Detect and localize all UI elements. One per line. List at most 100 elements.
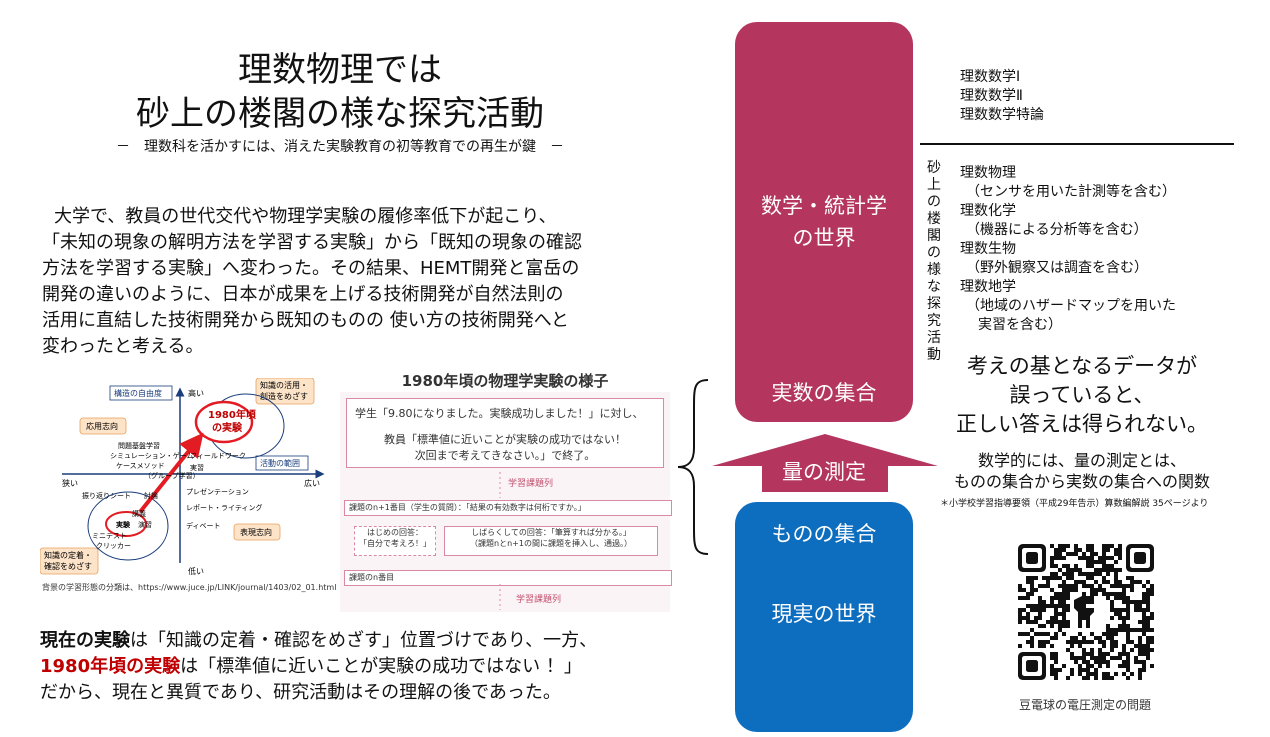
later-answer-1: しばらくしての回答：「筆算すれば分かる。」	[471, 528, 631, 537]
summary-current-exp: 現在の実験	[40, 630, 130, 651]
dialog-teacher-1: 教員「標準値に近いことが実験の成功ではない！	[384, 433, 626, 446]
list-item: 理数地学	[960, 279, 1016, 295]
qr-caption: 豆電球の電圧測定の問題	[1018, 698, 1151, 712]
item-experiment: 実験	[116, 520, 131, 529]
summary-1980-exp: 1980年頃の実験	[40, 656, 181, 677]
list-item: 理数数学特論	[960, 107, 1044, 123]
later-answer-box: しばらくしての回答：「筆算すれば分かる。」 （課題nとn+1の間に課題を挿入し、…	[444, 526, 658, 556]
item-problem: 問題基盤学習	[118, 441, 160, 450]
up-arrow-icon	[712, 434, 938, 492]
balloon-use-1: 知識の活用・	[260, 380, 308, 390]
item-test: 演習	[138, 520, 152, 529]
learning-form-chart-svg: 高い 低い 狭い 広い 構造の自由度 活動の範囲 応用志向 知識の活用・ 創造を…	[39, 377, 325, 576]
balloon-use-2: 創造をめざす	[260, 391, 308, 401]
definition-line: ものの集合から実数の集合への関数	[953, 472, 1210, 491]
item-group: （グループ学習）	[144, 471, 200, 480]
red-arrow	[138, 432, 204, 514]
list-item: 理数化学	[960, 203, 1016, 219]
dialog-student: 学生「9.80になりました。実験成功しました！」に対し、	[355, 407, 644, 420]
math-world-label-1: 数学・統計学	[761, 194, 887, 218]
page-subtitle: － 理数科を活かすには、消えた実験教育の初等教育での再生が鍵 －	[116, 139, 564, 155]
real-world-box: ものの集合 現実の世界	[735, 502, 913, 732]
vertical-char: 活	[927, 330, 941, 346]
measurement-label: 量の測定	[782, 460, 866, 484]
real-number-set-label: 実数の集合	[771, 381, 877, 405]
item-case: ケースメソッド	[116, 462, 165, 470]
list-item: 理数物理	[960, 165, 1016, 181]
item-minitest: ミニテスト	[92, 532, 127, 540]
item-discussion: 討論	[144, 491, 158, 500]
dialog-teacher-2: 次回まで考えてきなさい。」で終了。	[414, 449, 596, 462]
learning-form-chart: 高い 低い 狭い 広い 構造の自由度 活動の範囲 応用志向 知識の活用・ 創造を…	[39, 377, 340, 578]
item-practice: 実習	[190, 463, 204, 472]
photo-title: 1980年頃の物理学実験の様子	[401, 372, 609, 390]
item-field: フィールドワーク	[190, 452, 246, 460]
page-title-line2: 砂上の楼閣の様な探究活動	[136, 94, 544, 134]
dialog-box: 学生「9.80になりました。実験成功しました！」に対し、 教員「標準値に近いこと…	[346, 398, 664, 468]
message-line: 誤っていると、	[1009, 383, 1155, 407]
first-answer-1: はじめの回答：	[367, 528, 423, 537]
list-item: （野外観察又は調査を含む）	[966, 260, 1148, 276]
first-answer-box: はじめの回答： 「自分で考えろ！」	[354, 526, 436, 556]
definition-note: ＊小学校学習指導要領（平成29年告示）算数編解説 35ページより	[940, 499, 1209, 509]
sequence-label-top: 学習課題列	[508, 479, 554, 489]
label-structure: 構造の自由度	[114, 388, 162, 398]
paragraph-line: 活用に直結した技術開発から既知のものの 使い方の技術開発へと	[42, 310, 569, 331]
summary-line2: は「標準値に近いことが実験の成功ではない ！」	[180, 656, 582, 677]
summary-line1: は「知識の定着・確認をめざす」位置づけであり、一方、	[130, 630, 598, 651]
item-present: プレゼンテーション	[186, 487, 249, 496]
red-label-1: 1980年頃	[208, 408, 257, 421]
later-answer-2: （課題nとn+1の間に課題を挿入し、通過。）	[470, 539, 632, 548]
vertical-char: 様	[927, 262, 941, 278]
chart-caption: 背景の学習形態の分類は、https://www.juce.jp/LINK/jou…	[42, 583, 385, 592]
message-line: 正しい答えは得られない。	[956, 412, 1208, 436]
balloon-fix-1: 知識の定着・	[44, 550, 92, 560]
axis-top-label: 高い	[188, 388, 204, 398]
vertical-char: な	[927, 279, 941, 295]
science-subject-list: 理数物理 （センサを用いた計測等を含む） 理数化学 （機器による分析等を含む） …	[960, 164, 1176, 335]
list-item: （地域のハザードマップを用いた	[966, 298, 1176, 314]
item-lecture: 講義	[132, 509, 146, 518]
vertical-char: 上	[927, 177, 941, 193]
balloon-fix-2: 確認をめざす	[44, 561, 92, 571]
vertical-char: の	[927, 245, 941, 261]
message-line: 考えの基となるデータが	[966, 354, 1198, 378]
list-item: 理数数学Ⅱ	[960, 88, 1023, 104]
vertical-char: 閣	[927, 228, 941, 244]
balloon-apply: 応用志向	[86, 421, 118, 431]
list-item: （センサを用いた計測等を含む）	[966, 184, 1176, 200]
thing-set-label: ものの集合	[771, 522, 877, 546]
red-label-2: の実験	[212, 421, 243, 434]
definition-line: 数学的には、量の測定とは、	[977, 451, 1186, 470]
vertical-char: 探	[927, 296, 941, 312]
real-world-label: 現実の世界	[771, 602, 877, 626]
task-row-n1: 課題のn+1番目（学生の質問）：「結果の有効数字は何桁ですか。」	[344, 500, 672, 516]
list-item: （機器による分析等を含む）	[966, 222, 1148, 238]
label-scope: 活動の範囲	[260, 458, 300, 468]
paragraph-line: 大学で、教員の世代交代や物理学実験の履修率低下が起こり、	[54, 206, 557, 227]
qr-code-icon[interactable]	[1018, 544, 1154, 680]
brace-icon	[677, 379, 709, 555]
item-sim: シミュレーション・ゲーム	[110, 451, 194, 460]
experiment-panel: 学生「9.80になりました。実験成功しました！」に対し、 教員「標準値に近いこと…	[340, 392, 672, 612]
first-answer-2: 「自分で考えろ！」	[359, 539, 431, 548]
item-report: レポート・ライティング	[186, 503, 262, 512]
item-quicker: クリッカー	[96, 542, 131, 550]
vertical-char: 究	[927, 313, 941, 329]
math-world-box: 数学・統計学 の世界 実数の集合	[735, 22, 913, 422]
vertical-char: 動	[927, 347, 941, 363]
list-item: 理数生物	[960, 241, 1016, 257]
paragraph-line: 「未知の現象の解明方法を学習する実験」から「既知の現象の確認	[42, 232, 582, 253]
summary-line3: だから、現在と異質であり、研究活動はその理解の後であった。	[40, 682, 561, 703]
math-definition: 数学的には、量の測定とは、 ものの集合から実数の集合への関数	[932, 450, 1232, 492]
math-world-label-2: の世界	[792, 226, 856, 250]
key-message: 考えの基となるデータが 誤っていると、 正しい答えは得られない。	[932, 352, 1232, 439]
summary-text: 現在の実験は「知識の定着・確認をめざす」位置づけであり、一方、 1980年頃の実…	[40, 628, 680, 706]
axis-right-label: 広い	[304, 478, 320, 488]
sequence-label-bottom: 学習課題列	[516, 595, 562, 605]
list-item: 実習を含む）	[978, 317, 1062, 333]
vertical-char: の	[927, 194, 941, 210]
divider-line	[920, 143, 1234, 145]
item-drill: 振り返りシート	[82, 491, 131, 500]
task-row-n: 課題のn番目	[344, 570, 672, 586]
